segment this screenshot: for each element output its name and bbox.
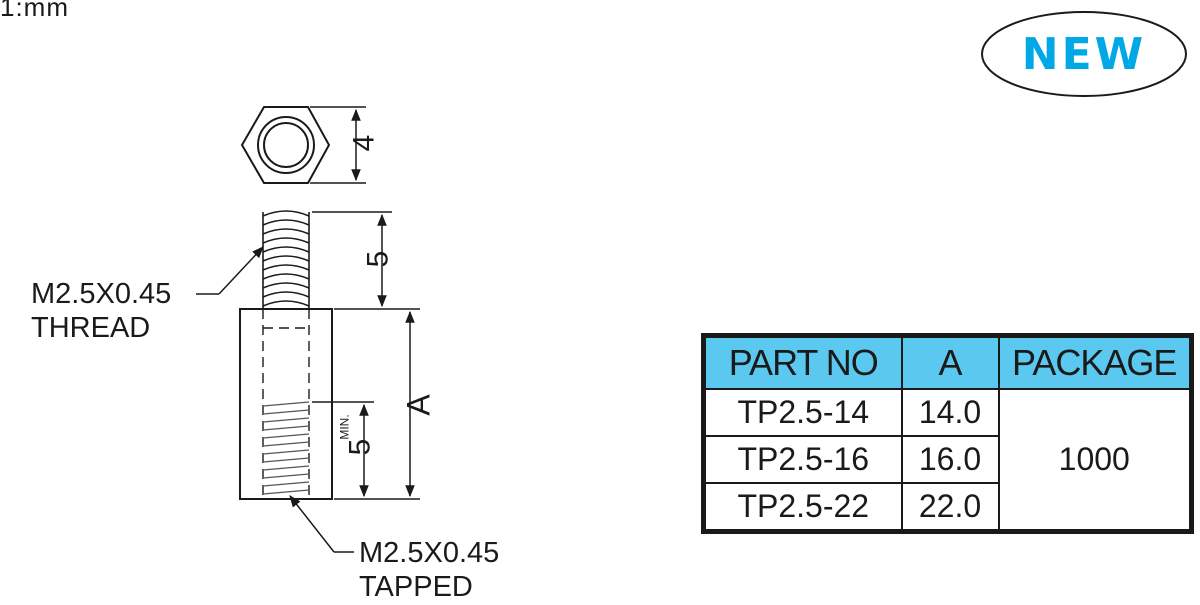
- cell-part-no: TP2.5-14: [702, 388, 903, 437]
- thread-spec: M2.5X0.45: [31, 278, 172, 310]
- table-header-row: PART NO A PACKAGE: [702, 334, 1193, 390]
- header-part-no: PART NO: [702, 334, 903, 390]
- cell-a: 14.0: [900, 388, 1000, 437]
- thread-callout: M2.5X0.45 THREAD: [31, 277, 171, 345]
- table-row: TP2.5-22 22.0: [702, 482, 1192, 533]
- hex-dimension: [310, 106, 366, 184]
- thread-leader: [196, 246, 264, 295]
- header-a: A: [900, 334, 1000, 390]
- hex-top-view: [240, 106, 331, 184]
- body-length-dimension: [334, 308, 420, 500]
- thread-word: THREAD: [31, 312, 151, 344]
- thread-length-dimension: [312, 211, 392, 310]
- new-badge: NEW: [980, 10, 1188, 98]
- header-package: PACKAGE: [997, 334, 1193, 390]
- unit-label: 1:mm: [0, 0, 69, 22]
- tapped-depth-label: 5: [343, 438, 377, 456]
- tapped-word: TAPPED: [359, 571, 473, 603]
- spacer-body: [239, 308, 333, 500]
- badge-ellipse: [981, 11, 1187, 97]
- hex-dimension-label: 4: [347, 134, 381, 152]
- cell-a: 16.0: [900, 435, 1000, 484]
- spec-table: PART NO A PACKAGE TP2.5-14 14.0 1000 TP2…: [701, 333, 1194, 534]
- tapped-callout: M2.5X0.45 TAPPED: [359, 536, 499, 604]
- badge-text: NEW: [1021, 28, 1147, 80]
- external-thread: [262, 210, 310, 309]
- cell-a: 22.0: [900, 482, 1000, 533]
- tapped-spec: M2.5X0.45: [359, 537, 500, 569]
- cell-part-no: TP2.5-16: [702, 435, 903, 484]
- tapped-depth-min-note: MIN.: [337, 414, 352, 440]
- table-row: TP2.5-16 16.0: [702, 435, 1192, 484]
- cell-part-no: TP2.5-22: [702, 482, 903, 533]
- cell-package: 1000: [997, 388, 1193, 533]
- table-row: TP2.5-14 14.0 1000: [702, 388, 1193, 533]
- tapped-depth-dimension: [312, 401, 374, 498]
- body-length-label: A: [400, 394, 437, 416]
- thread-length-label: 5: [361, 250, 395, 268]
- tapped-leader: [289, 495, 354, 553]
